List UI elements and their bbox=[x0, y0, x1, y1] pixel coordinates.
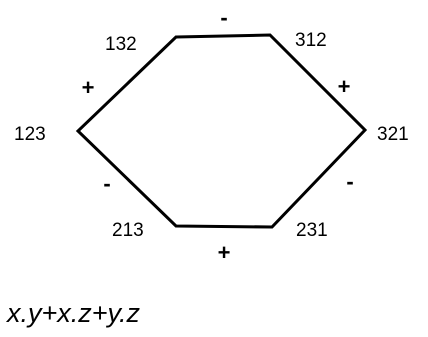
edge-sign-top: - bbox=[220, 5, 227, 30]
edge-sign-bottom: + bbox=[218, 240, 231, 265]
vertex-label-123: 123 bbox=[14, 124, 46, 145]
vertex-label-231: 231 bbox=[296, 220, 328, 241]
vertex-label-312: 312 bbox=[295, 30, 327, 51]
vertex-label-132: 132 bbox=[105, 34, 137, 55]
vertex-label-321: 321 bbox=[377, 124, 409, 145]
formula-text: x.y+x.z+y.z bbox=[7, 298, 141, 328]
vertex-label-213: 213 bbox=[112, 220, 144, 241]
edge-sign-upper-right: + bbox=[338, 74, 351, 99]
edge-sign-lower-right: - bbox=[346, 169, 353, 194]
edge-sign-lower-left: - bbox=[103, 171, 110, 196]
edge-sign-upper-left: + bbox=[82, 75, 95, 100]
hexagon-outline bbox=[75, 33, 368, 229]
